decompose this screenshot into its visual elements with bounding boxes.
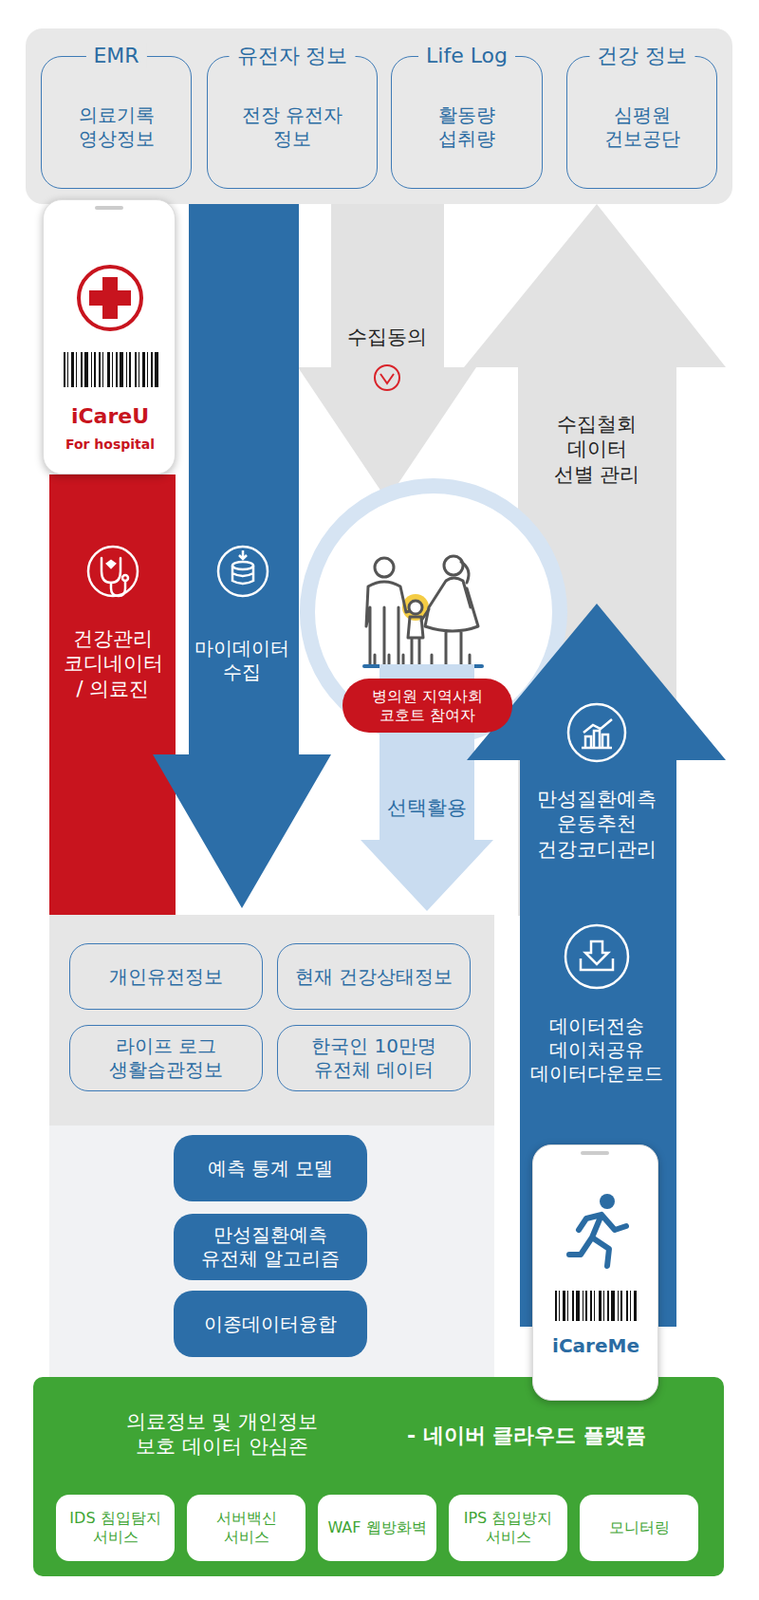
- box-label: 라이프 로그 생활습관정보: [99, 1034, 233, 1082]
- phone-app: iCareU For hospital: [42, 199, 176, 475]
- source-box: Life Log활동량 섭취량: [390, 55, 543, 189]
- box-label: 수집동의: [347, 324, 427, 350]
- source-box: EMR의료기록 영상정보: [40, 55, 192, 189]
- people-figure: [407, 609, 429, 665]
- arrow-outline: [152, 203, 332, 908]
- people-figure: [444, 555, 463, 575]
- security-service-box: IPS 침입방지 서비스: [448, 1494, 568, 1561]
- security-service-box: WAF 웹방화벽: [317, 1494, 437, 1561]
- box-label: 병의원 지역사회 코호트 참여자: [367, 686, 489, 725]
- box-label: 데이터전송 데이처공유 데이터다운로드: [526, 1014, 667, 1086]
- people-figure: [408, 600, 423, 614]
- box-label: 모니터링: [609, 1518, 670, 1537]
- secure-zone-panel: 의료정보 및 개인정보 보호 데이터 안심존 - 네이버 클라우드 플랫폼 IDS …: [33, 1376, 724, 1576]
- security-service-box: 서버백신 서비스: [186, 1494, 306, 1561]
- coordinator-band: 건강관리 코디네이터 / 의료진: [49, 474, 176, 915]
- data-box: 한국인 10만명 유전체 데이터: [277, 1024, 471, 1092]
- box-label: 서버백신 서비스: [208, 1508, 285, 1547]
- consent-arrow: 수집동의: [297, 203, 477, 500]
- box-label: 전장 유전자 정보: [235, 103, 350, 151]
- source-band: [25, 28, 733, 204]
- box-label: 개인유전정보: [109, 964, 223, 989]
- box-label: 현재 건강상태정보: [295, 964, 453, 989]
- box-label: 선택활용: [387, 795, 467, 820]
- box-label: 이종데이터융합: [203, 1312, 337, 1336]
- source-band: [25, 28, 733, 204]
- box-label: For hospital: [65, 436, 155, 454]
- participant-pill: 병의원 지역사회 코호트 참여자: [342, 678, 513, 733]
- box-label: IPS 침입방지 서비스: [459, 1508, 558, 1547]
- security-service-box: 모니터링: [579, 1494, 699, 1561]
- source-box: 유전자 정보전장 유전자 정보: [206, 55, 378, 189]
- people-figure: [374, 654, 470, 665]
- model-box: 예측 통계 모델: [173, 1134, 368, 1202]
- arrow-shape: [297, 203, 477, 500]
- box-label: 한국인 10만명 유전체 데이터: [297, 1034, 450, 1082]
- people-figure: [425, 577, 479, 665]
- data-panel: [49, 914, 495, 1126]
- collect-arrow: 마이데이터 수집: [152, 203, 332, 908]
- box-label: 만성질환예측 유전체 알고리즘: [196, 1222, 345, 1271]
- arrow-outline: [360, 664, 494, 911]
- box-label: 건강관리 코디네이터 / 의료진: [60, 626, 165, 702]
- model-box: 만성질환예측 유전체 알고리즘: [173, 1213, 368, 1280]
- data-box: 라이프 로그 생활습관정보: [69, 1024, 263, 1092]
- box-label: WAF 웹방화벽: [327, 1518, 426, 1537]
- box-heading: EMR: [85, 42, 147, 70]
- box-heading: 유전자 정보: [229, 42, 356, 70]
- data-panel: [49, 914, 495, 1126]
- box-label: 만성질환예측 운동추천 건강코디관리: [534, 786, 660, 862]
- security-service-box: IDS 침입탐지 서비스: [55, 1494, 175, 1561]
- arrow-shape: [152, 203, 332, 908]
- people-figure: [364, 555, 482, 667]
- model-panel: [49, 1125, 495, 1377]
- box-label: 의료정보 및 개인정보 보호 데이터 안심존: [117, 1408, 328, 1460]
- box-label: 수집철회 데이터 선별 관리: [551, 411, 644, 487]
- box-label: iCareU: [71, 403, 149, 430]
- box-label: 활동량 섭취량: [424, 103, 510, 151]
- model-panel: [49, 1125, 495, 1377]
- arrow-outline: [463, 203, 726, 916]
- data-box: 개인유전정보: [69, 943, 263, 1010]
- box-label: 의료기록 영상정보: [59, 103, 174, 151]
- arrow-outline: [297, 203, 477, 500]
- box-label: iCareMe: [552, 1333, 640, 1358]
- data-box: 현재 건강상태정보: [277, 943, 471, 1010]
- box-label: 예측 통계 모델: [207, 1156, 334, 1181]
- people-figure: [374, 557, 394, 577]
- box-label: IDS 침입탐지 서비스: [66, 1508, 166, 1547]
- box-heading: Life Log: [418, 42, 516, 70]
- box-label: 마이데이터 수집: [191, 636, 293, 685]
- box-heading: 건강 정보: [589, 42, 695, 70]
- box-label: - 네이버 클라우드 플랫폼: [407, 1422, 647, 1449]
- box-label: 심평원 건보공단: [594, 103, 690, 151]
- model-box: 이종데이터융합: [173, 1290, 368, 1357]
- source-box: 건강 정보심평원 건보공단: [566, 55, 718, 189]
- phone-app: iCareMe: [532, 1144, 659, 1401]
